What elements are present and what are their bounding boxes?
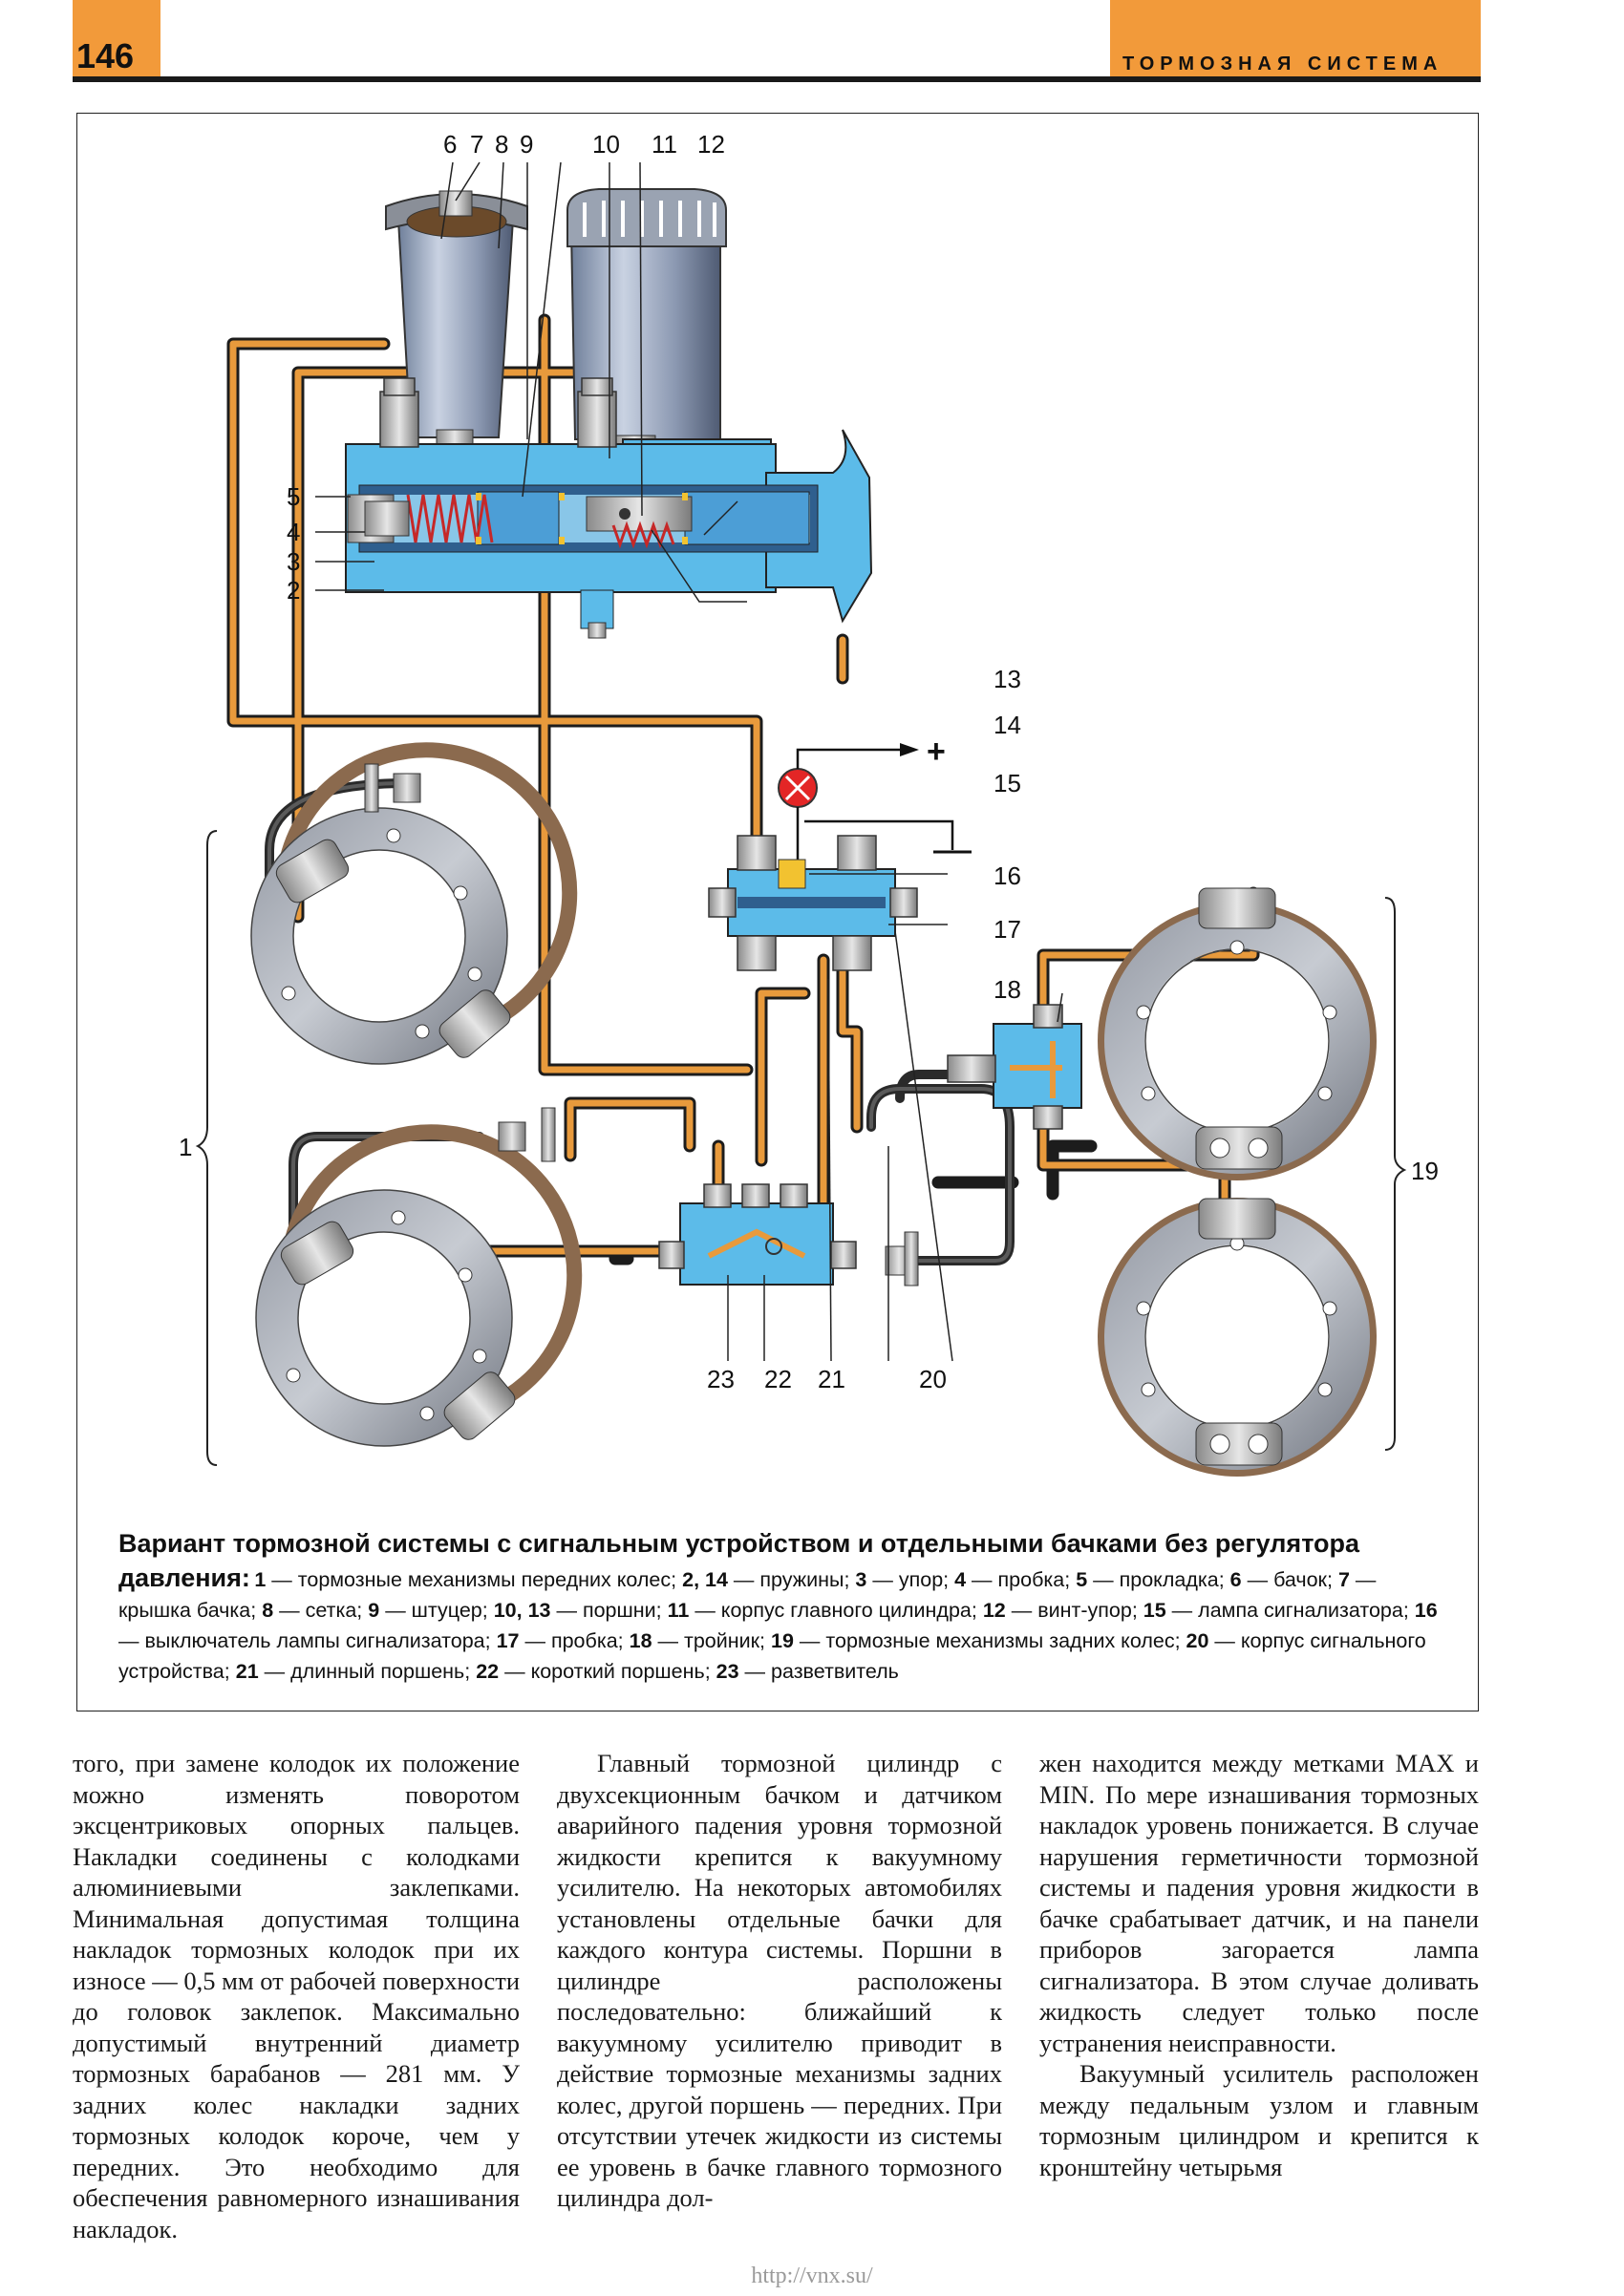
legend-text: корпус главного цилиндра; [720,1599,977,1622]
caption-title: Вариант тормозной системы с сигнальным у… [118,1529,1360,1592]
callout-numbers: 6 7 8 9 10 11 12 5 4 3 2 13 14 15 16 17 … [179,130,1439,1393]
legend-text: винт-упор; [1037,1599,1138,1622]
callout-17: 17 [994,915,1021,944]
legend-number: 2, 14 [682,1568,728,1591]
tee-fitting [947,1004,1082,1130]
brackets [195,830,1407,1466]
legend-text: лампа сигнализатора; [1198,1599,1409,1622]
legend-number: 12 [982,1599,1006,1622]
legend-text: штуцер; [411,1599,488,1622]
legend-number: 8 [262,1599,274,1622]
legend-number: 3 [855,1568,867,1591]
paragraph: Вакуумный усилитель расположен между пед… [1039,2059,1479,2181]
callout-21: 21 [818,1365,845,1393]
footer-url[interactable]: http://vnx.su/ [751,2264,873,2288]
callout-5: 5 [287,482,300,511]
plus-sign: + [927,733,946,770]
legend-number: 22 [476,1660,500,1683]
legend-text: бачок; [1273,1568,1333,1591]
legend-text: тройник; [684,1629,766,1652]
legend-number: 10, 13 [493,1599,551,1622]
warning-lamp [778,743,972,860]
legend-text: пружины; [759,1568,850,1591]
legend-text: короткий поршень; [530,1660,711,1683]
front-brake-upper [250,742,578,1065]
figure-frame [76,113,1479,1711]
legend-number: 20 [1186,1629,1209,1652]
paragraph: Главный тормозной цилиндр с двухсекционн… [557,1749,1002,2212]
callout-16: 16 [994,861,1021,890]
legend-number: 5 [1076,1568,1088,1591]
legend-text: пробка; [550,1629,624,1652]
section-title: ТОРМОЗНАЯ СИСТЕМА [1122,53,1443,74]
callout-11: 11 [652,130,677,159]
legend-number: 18 [629,1629,652,1652]
figure-caption: Вариант тормозной системы с сигнальным у… [118,1526,1441,1687]
callout-20: 20 [919,1365,947,1393]
callout-18: 18 [994,975,1021,1004]
legend-text: упор; [898,1568,950,1591]
callout-1: 1 [179,1133,192,1161]
legend-number: 19 [771,1629,794,1652]
legend-text: пробка; [997,1568,1071,1591]
callout-23: 23 [707,1365,735,1393]
legend-text: поршни; [582,1599,662,1622]
legend-text: выключатель лампы сигнализатора; [144,1629,491,1652]
legend-number: 17 [496,1629,520,1652]
legend-text: тормозные механизмы передних колес; [297,1568,677,1591]
front-brake-lower [255,1107,919,1447]
legend-number: 16 [1414,1599,1438,1622]
callout-2: 2 [287,576,300,605]
legend-number: 9 [368,1599,380,1622]
rear-brake-upper [1098,887,1377,1180]
text-column-2: Главный тормозной цилиндр с двухсекционн… [557,1748,1002,2214]
page-number-tab [73,0,160,78]
text-column-3: жен находится между метками MAX и MIN. П… [1039,1748,1479,2182]
legend-text: тормозные механизмы задних колес; [825,1629,1181,1652]
callout-14: 14 [994,711,1021,739]
callout-3: 3 [287,547,300,576]
legend-text: прокладка; [1119,1568,1225,1591]
callout-12: 12 [697,130,725,159]
legend-number: 1 [254,1568,267,1591]
leader-lines [315,161,1063,1362]
brake-system-diagram: 6 7 8 9 10 11 12 5 4 3 2 13 14 15 16 17 … [179,130,1439,1477]
caption-legend: 1 — тормозные механизмы передних колес; … [118,1568,1438,1683]
legend-number: 6 [1229,1568,1242,1591]
paragraph: жен находится между метками MAX и MIN. П… [1039,1749,1479,2057]
legend-text: разветвитель [771,1660,899,1683]
signal-device [708,835,918,971]
master-cylinder [345,188,873,639]
legend-number: 15 [1143,1599,1166,1622]
paragraph: того, при замене колодок их положение мо… [73,1749,520,2243]
text-column-1: того, при замене колодок их положение мо… [73,1748,520,2244]
page-number: 146 [76,36,135,75]
legend-number: 21 [235,1660,259,1683]
legend-text: крышка бачка; [118,1599,257,1622]
legend-number: 11 [667,1599,690,1622]
reservoir-left [385,190,528,469]
rear-brake-lower [1098,1198,1377,1477]
callout-6: 6 [443,130,457,159]
callout-8: 8 [495,130,508,159]
legend-text: сетка; [305,1599,363,1622]
legend-text: длинный поршень; [290,1660,471,1683]
legend-number: 7 [1337,1568,1350,1591]
callout-15: 15 [994,769,1021,797]
legend-number: 4 [954,1568,967,1591]
callout-9: 9 [520,130,533,159]
callout-19: 19 [1411,1157,1439,1185]
callout-10: 10 [592,130,620,159]
legend-number: 23 [716,1660,739,1683]
splitter [658,1183,857,1286]
legend-text: корпус сигнального устройства; [118,1629,1426,1683]
section-tab [1110,0,1481,76]
callout-13: 13 [994,665,1021,693]
callout-22: 22 [764,1365,792,1393]
callout-7: 7 [470,130,483,159]
header-rule [73,76,1481,82]
callout-4: 4 [287,518,300,546]
